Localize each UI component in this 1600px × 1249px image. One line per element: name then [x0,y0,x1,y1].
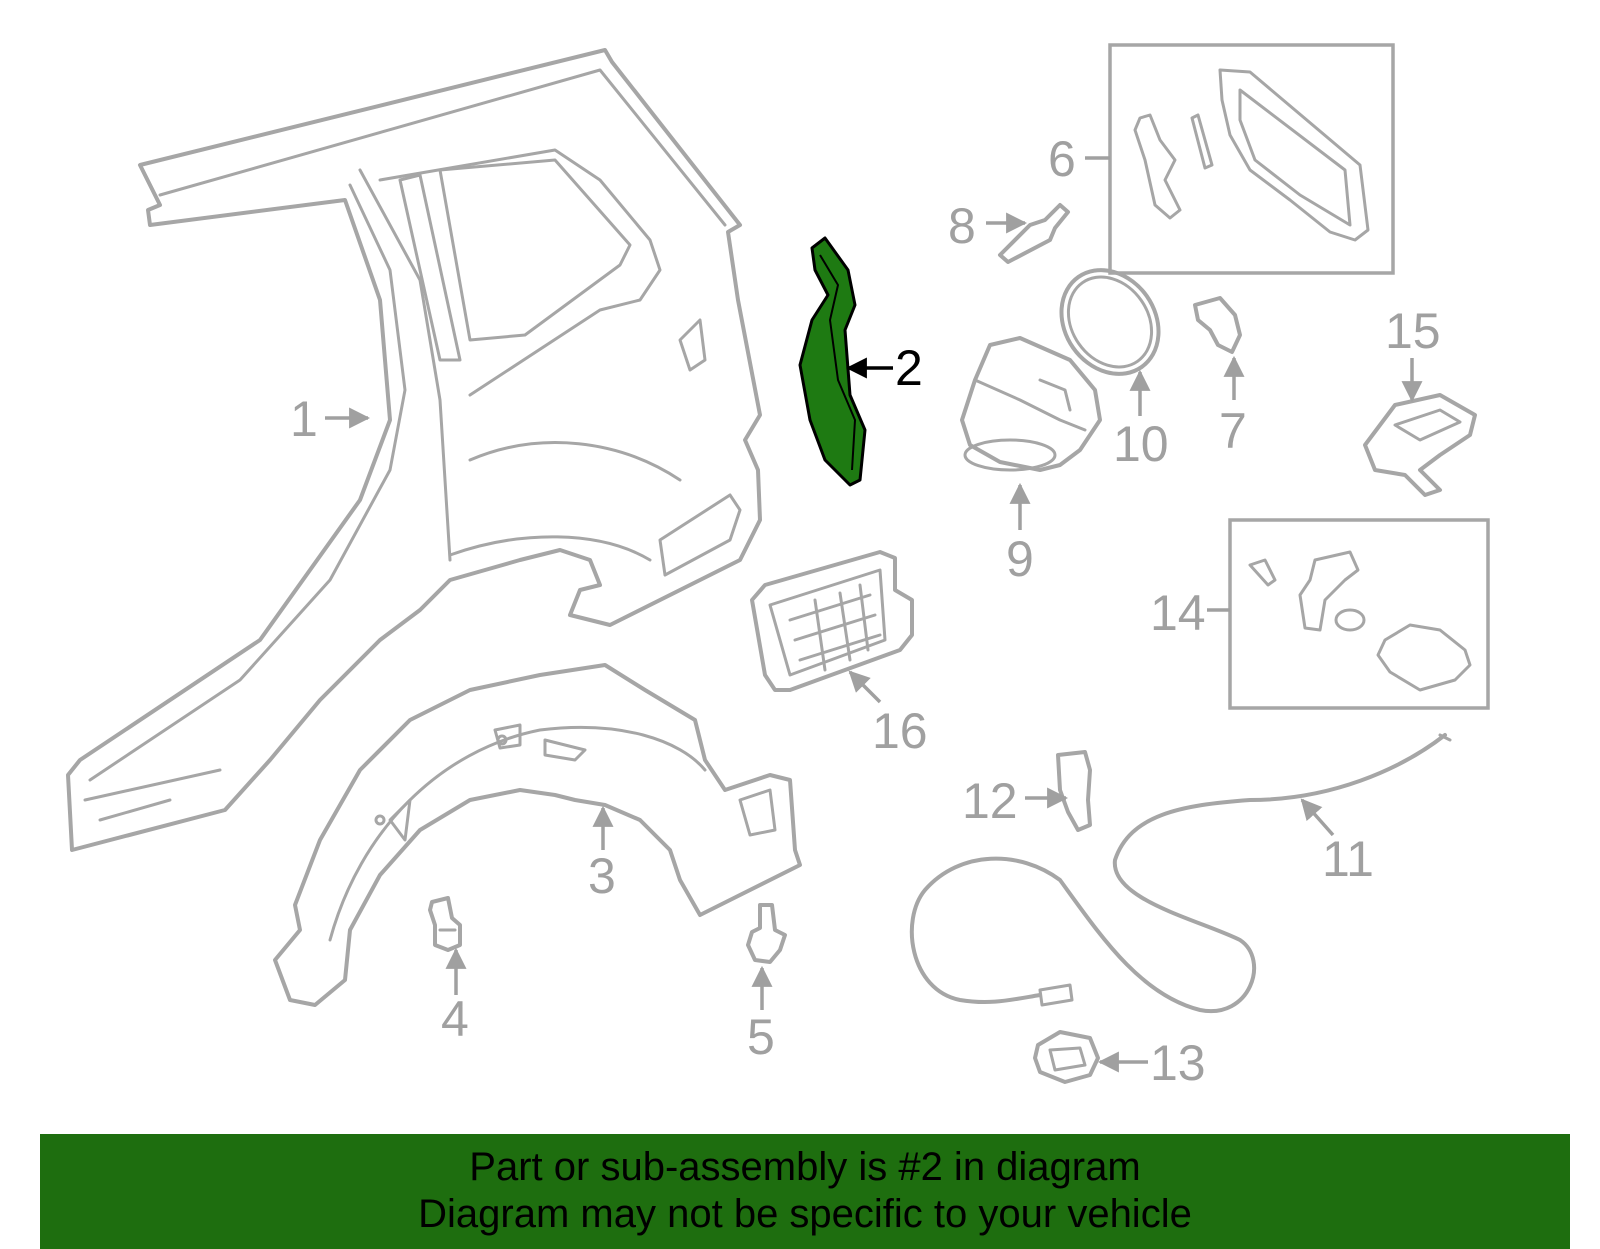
callout-11[interactable]: 11 [1322,831,1374,887]
leader-arrow-11 [1300,798,1335,837]
clip-part-5[interactable] [746,903,787,964]
bracket-part-12[interactable] [1056,750,1092,832]
callout-5[interactable]: 5 [747,1009,775,1065]
gasket-ring-part[interactable] [1042,251,1179,393]
callout-10[interactable]: 10 [1113,416,1169,472]
callout-13[interactable]: 13 [1150,1035,1206,1091]
bolt-part-4[interactable] [428,896,462,952]
wheelhouse-liner-part[interactable] [273,663,802,1007]
callout-4[interactable]: 4 [441,991,469,1047]
callout-9[interactable]: 9 [1006,531,1034,587]
callout-16[interactable]: 16 [872,703,928,759]
fuel-door-part-16[interactable] [750,550,914,692]
callout-7[interactable]: 7 [1219,403,1247,459]
pin-part-8[interactable] [998,203,1070,264]
banner-line-part-number: Part or sub-assembly is #2 in diagram [469,1145,1141,1189]
leader-arrow-16 [848,670,882,704]
callout-12[interactable]: 12 [962,773,1018,829]
highlighted-bracket-part[interactable] [798,236,867,487]
housing-part-15[interactable] [1363,393,1477,497]
callout-6[interactable]: 6 [1048,131,1076,187]
filler-housing-part[interactable] [960,336,1102,472]
callout-3[interactable]: 3 [588,848,616,904]
callout-1[interactable]: 1 [290,391,318,447]
banner-line-disclaimer: Diagram may not be specific to your vehi… [418,1192,1192,1236]
callout-8[interactable]: 8 [948,198,976,254]
quarter-panel-part[interactable] [66,48,762,852]
callout-2[interactable]: 2 [895,340,923,396]
clip-part-7[interactable] [1193,296,1242,354]
release-cable-part[interactable] [909,733,1452,1014]
callout-14[interactable]: 14 [1150,585,1206,641]
actuator-part-13[interactable] [1033,1030,1100,1084]
fuel-door-assembly-box[interactable] [1108,43,1395,275]
callout-15[interactable]: 15 [1385,303,1441,359]
latch-kit-box[interactable] [1228,518,1490,710]
info-banner: Part or sub-assembly is #2 in diagram Di… [40,1134,1570,1249]
